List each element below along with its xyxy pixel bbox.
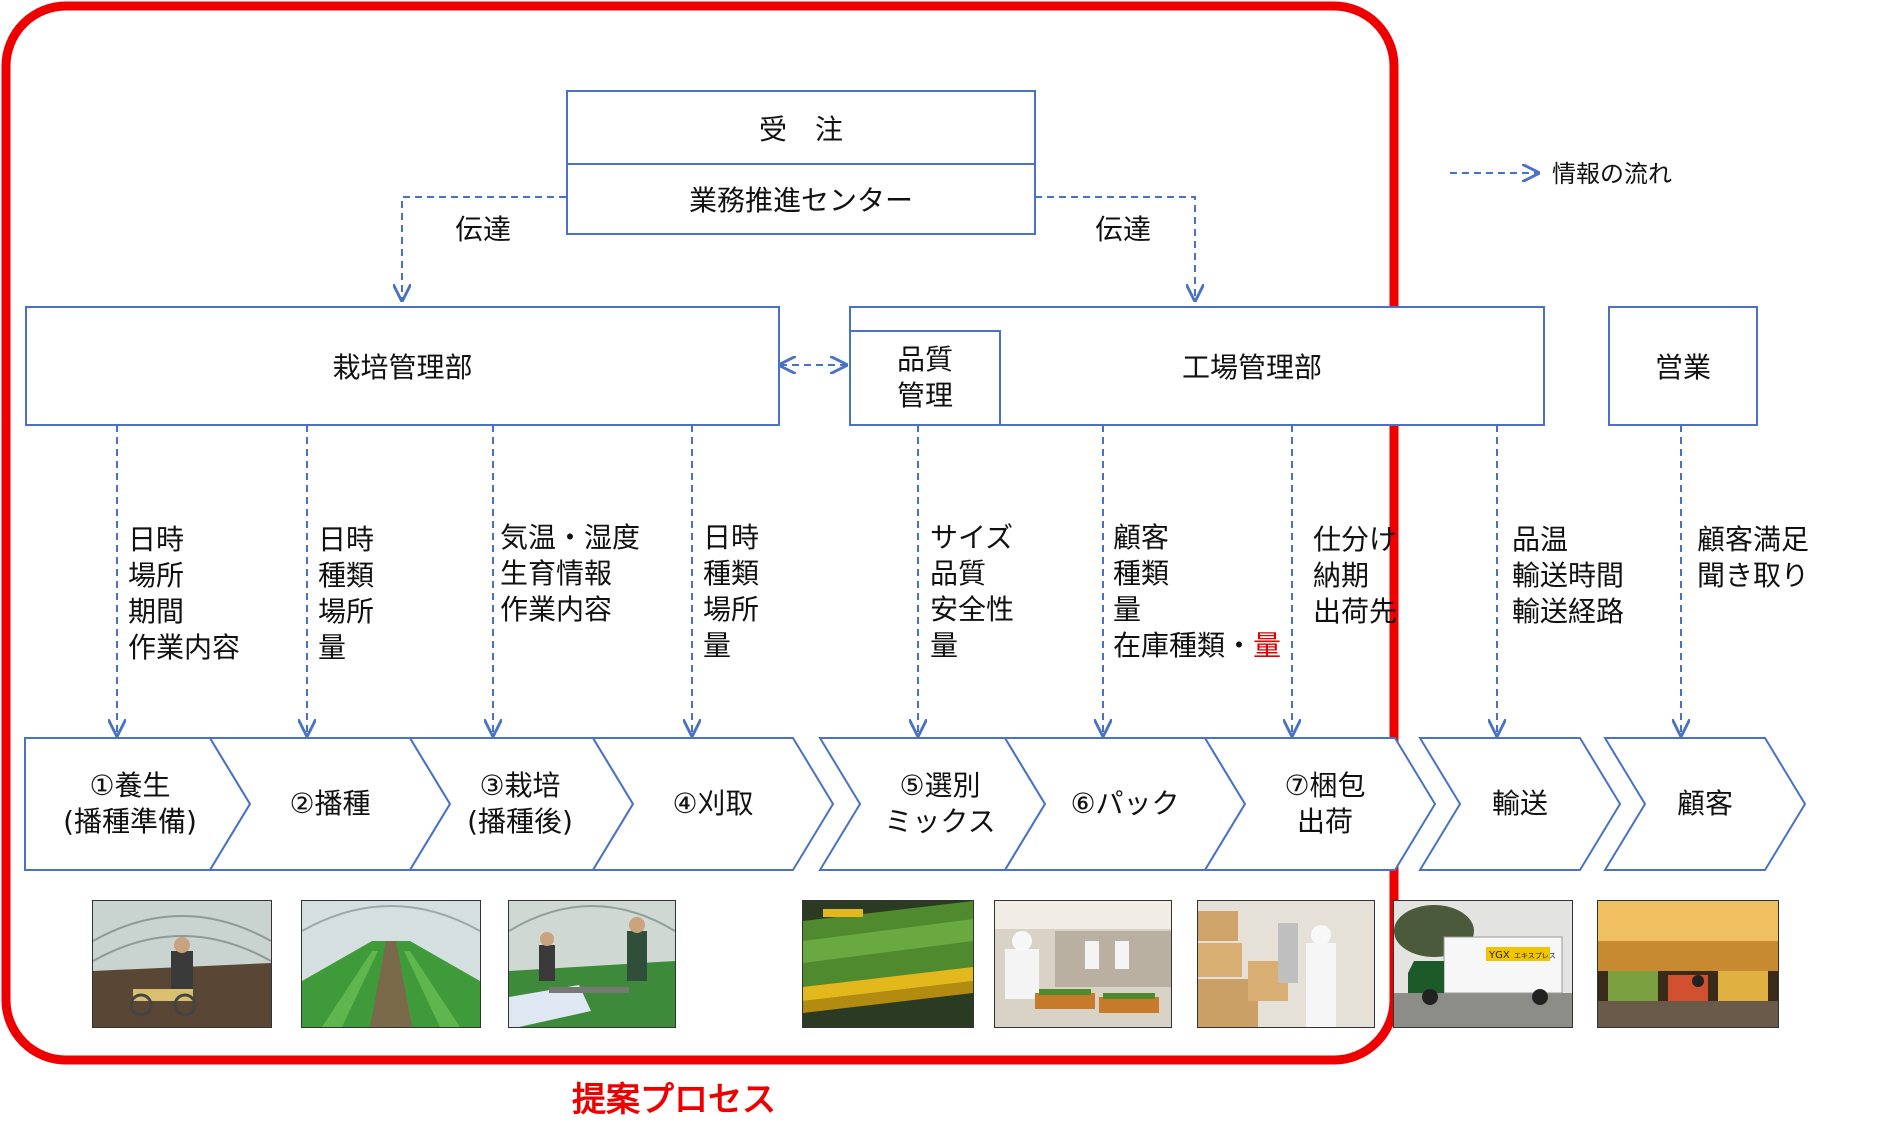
stage-label-4: ④刈取 bbox=[672, 787, 754, 820]
stage-label-6: ⑥パック bbox=[1070, 787, 1180, 820]
order-box: 受 注 bbox=[566, 90, 1036, 164]
info-label-1: 日時場所期間作業内容 bbox=[128, 523, 241, 664]
cultivation-dept-box: 栽培管理部 bbox=[25, 306, 780, 426]
sales-box: 営業 bbox=[1608, 306, 1758, 426]
chevron-stage-7 bbox=[1203, 737, 1437, 871]
transmit-arrow-left bbox=[402, 196, 566, 300]
stage-label-9: 顧客 bbox=[1676, 787, 1733, 820]
info-label-4: 日時種類場所量 bbox=[703, 521, 760, 662]
photo-shipping-boxes bbox=[1197, 900, 1375, 1028]
photo-sorting-conveyor bbox=[802, 900, 974, 1028]
quality-label-line-2: 管理 bbox=[896, 379, 953, 412]
factory-dept-label: 工場管理部 bbox=[1181, 351, 1322, 384]
info-label-7: 仕分け納期出荷先 bbox=[1313, 523, 1398, 628]
proposal-process-frame bbox=[1, 1, 1399, 1065]
order-label: 受 注 bbox=[758, 112, 843, 146]
quality-label-line-1: 品質 bbox=[896, 343, 953, 376]
chevron-stage-8 bbox=[1418, 737, 1622, 871]
stage-label-1: ①養生(播種準備) bbox=[63, 769, 197, 838]
stage-label-5: ⑤選別ミックス bbox=[884, 769, 996, 838]
photo-supermarket bbox=[1597, 900, 1779, 1028]
photo-cultivation-workers bbox=[508, 900, 676, 1028]
info-label-8: 品温輸送時間輸送経路 bbox=[1512, 523, 1625, 628]
info-label-3: 気温・湿度生育情報作業内容 bbox=[500, 521, 641, 626]
stage-label-7: ⑦梱包出荷 bbox=[1284, 769, 1366, 838]
business-center-box: 業務推進センター bbox=[566, 163, 1036, 235]
info-label-6: 顧客種類量 在庫種類・量 bbox=[1113, 521, 1282, 662]
truck-service-text: エキスプレス bbox=[1514, 952, 1556, 960]
photo-seeding-greenhouse bbox=[301, 900, 481, 1028]
stage-label-3: ③栽培(播種後) bbox=[467, 769, 573, 838]
transmit-arrow-right bbox=[1035, 196, 1195, 300]
chevron-stage-9 bbox=[1603, 737, 1807, 871]
photo-delivery-truck: YGX エキスプレス bbox=[1393, 900, 1573, 1028]
inventory-highlight: 量 bbox=[1253, 629, 1282, 662]
photo-seedbed-preparation bbox=[92, 900, 272, 1028]
photo-packing-line bbox=[994, 900, 1172, 1028]
truck-brand-text: YGX bbox=[1488, 950, 1510, 961]
transmit-label-right: 伝達 bbox=[1095, 213, 1152, 246]
quality-control-box: 品質 管理 bbox=[849, 330, 1001, 426]
proposal-process-label: 提案プロセス bbox=[572, 1080, 776, 1120]
stage-label-2: ②播種 bbox=[289, 787, 371, 820]
cultivation-dept-label: 栽培管理部 bbox=[332, 351, 473, 384]
info-label-5: サイズ品質安全性量 bbox=[930, 521, 1015, 662]
sales-label: 営業 bbox=[1654, 351, 1711, 384]
stage-label-8: 輸送 bbox=[1491, 787, 1548, 820]
info-label-2: 日時種類場所量 bbox=[318, 523, 375, 664]
transmit-label-left: 伝達 bbox=[455, 213, 512, 246]
legend-label: 情報の流れ bbox=[1552, 160, 1672, 188]
business-center-label: 業務推進センター bbox=[688, 184, 913, 217]
info-label-9: 顧客満足聞き取り bbox=[1697, 523, 1810, 592]
inventory-label: 在庫種類・量 bbox=[1113, 629, 1282, 662]
chevron-stage-4 bbox=[591, 737, 835, 871]
